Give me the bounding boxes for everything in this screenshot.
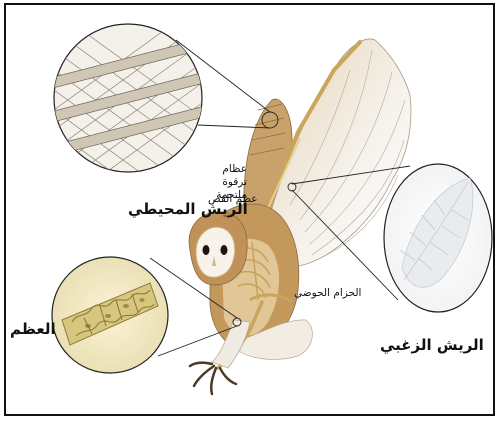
label-keel-bone: عظم القص <box>208 193 258 205</box>
label-down-feathers: الريش الزغبي <box>380 336 484 354</box>
bone-cross-section-zoom <box>52 257 168 373</box>
label-bone: العظم <box>10 320 56 338</box>
down-feather-zoom <box>384 164 492 312</box>
label-pelvic-girdle: الحزام الحوضي <box>294 287 361 299</box>
